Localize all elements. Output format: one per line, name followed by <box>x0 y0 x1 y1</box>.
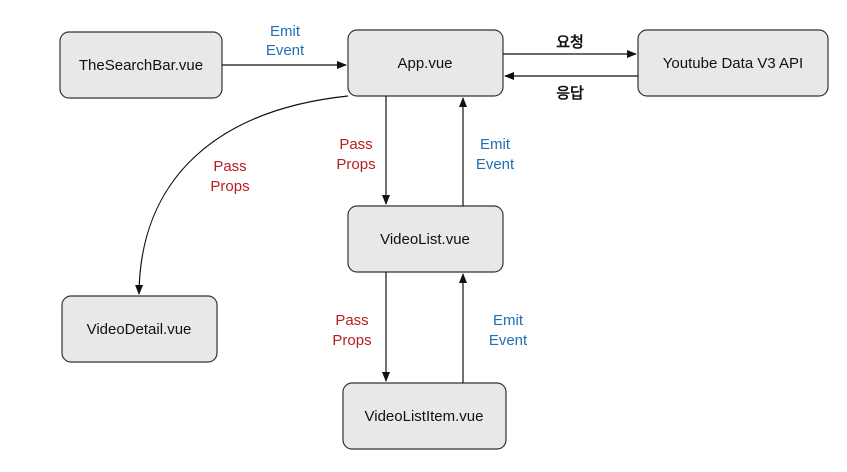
node-video-list-label: VideoList.vue <box>380 231 470 248</box>
node-search-bar-label: TheSearchBar.vue <box>79 57 203 74</box>
label-list-to-item-line2: Props <box>332 332 371 349</box>
label-list-to-app: Emit Event <box>476 136 515 173</box>
label-list-to-app-line2: Event <box>476 156 515 173</box>
label-list-to-item-line1: Pass <box>335 312 368 329</box>
label-item-to-list-line2: Event <box>489 332 528 349</box>
edge-app-to-detail <box>135 95 349 295</box>
label-app-to-detail: Pass Props <box>210 158 249 195</box>
label-app-to-list-line1: Pass <box>339 136 372 153</box>
label-app-to-detail-line1: Pass <box>213 158 246 175</box>
node-app: App.vue <box>347 29 504 97</box>
label-item-to-list-line1: Emit <box>493 312 524 329</box>
label-api-to-app: 응답 <box>556 84 584 102</box>
label-app-to-list: Pass Props <box>336 136 375 173</box>
node-video-list: VideoList.vue <box>347 205 504 273</box>
node-video-detail: VideoDetail.vue <box>61 295 218 363</box>
node-video-detail-label: VideoDetail.vue <box>87 321 192 338</box>
node-youtube-api-label: Youtube Data V3 API <box>663 55 803 72</box>
node-youtube-api: Youtube Data V3 API <box>637 29 829 97</box>
label-item-to-list: Emit Event <box>489 312 528 349</box>
label-app-to-api: 요청 <box>556 33 584 51</box>
label-list-to-app-line1: Emit <box>480 136 511 153</box>
node-app-label: App.vue <box>397 55 452 72</box>
node-search-bar: TheSearchBar.vue <box>59 31 223 99</box>
label-search-to-app-line2: Event <box>266 42 305 59</box>
label-app-to-list-line2: Props <box>336 156 375 173</box>
label-app-to-detail-line2: Props <box>210 178 249 195</box>
node-video-list-item: VideoListItem.vue <box>342 382 507 450</box>
label-search-to-app: Emit Event <box>266 23 305 59</box>
node-video-list-item-label: VideoListItem.vue <box>365 408 484 425</box>
label-list-to-item: Pass Props <box>332 312 371 349</box>
label-search-to-app-line1: Emit <box>270 23 301 40</box>
